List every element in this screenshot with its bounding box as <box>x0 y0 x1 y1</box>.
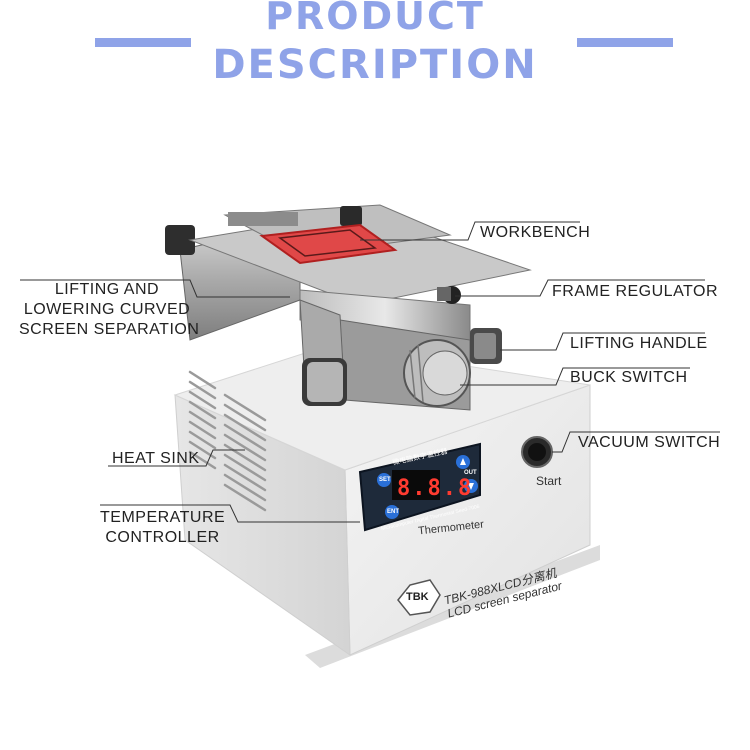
heat-sink-vents <box>188 370 267 512</box>
label-vacuum-switch: VACUUM SWITCH <box>578 434 721 451</box>
label-heat-sink: HEAT SINK <box>112 450 200 467</box>
label-temperature-controller-line1: TEMPERATURE <box>100 509 226 526</box>
start-label: Start <box>536 474 562 488</box>
label-lifting-lowering-line1: LIFTING AND <box>54 281 160 298</box>
label-frame-regulator: FRAME REGULATOR <box>552 283 719 300</box>
label-temperature-controller-line2: CONTROLLER <box>105 529 220 546</box>
label-buck-switch: BUCK SWITCH <box>570 369 688 386</box>
set-button-label: SET <box>379 477 391 483</box>
temperature-display: 8.8.8 <box>397 476 474 501</box>
title-product: PRODUCT <box>265 0 485 38</box>
brand-logo-text: TBK <box>406 591 429 603</box>
label-lifting-lowering-line3: SCREEN SEPARATION <box>19 321 200 338</box>
label-lifting-lowering-line2: LOWERING CURVED <box>23 301 191 318</box>
set-button <box>377 473 391 487</box>
tbk-logo <box>397 579 441 616</box>
label-temperature-controller: TEMPERATURE CONTROLLER <box>100 508 225 548</box>
ent-button-label: ENT <box>387 509 399 515</box>
out-indicator-label: OUT <box>464 470 477 476</box>
title-description: DESCRIPTION <box>212 42 538 88</box>
title-bar-left <box>95 38 191 47</box>
label-workbench: WORKBENCH <box>480 224 591 241</box>
title-bar-right <box>577 38 673 47</box>
red-heating-plate <box>259 223 398 265</box>
label-lifting-lowering: LIFTING AND LOWERING CURVED SCREEN SEPAR… <box>19 280 200 340</box>
ent-button <box>385 505 399 519</box>
label-lifting-handle: LIFTING HANDLE <box>570 335 708 352</box>
